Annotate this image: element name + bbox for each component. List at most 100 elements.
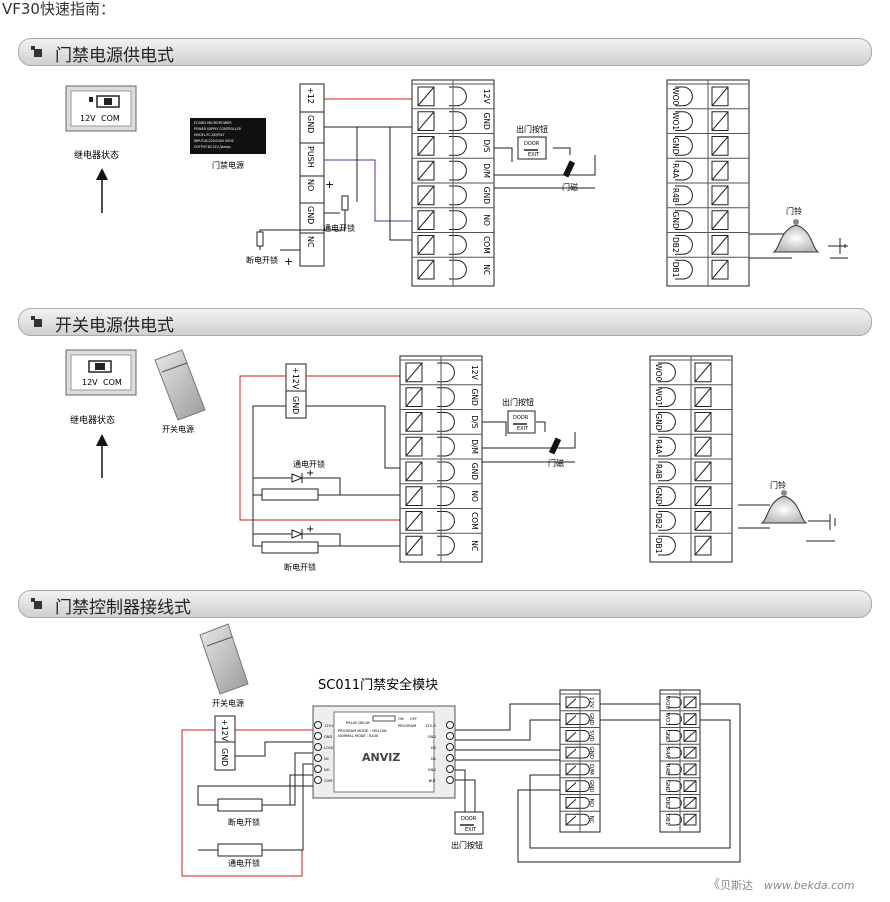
switch-power-supply-s3: 开关电源 <box>199 623 249 708</box>
exit-text: EXIT <box>517 426 529 432</box>
watermark-logo-icon: 《 <box>708 877 720 891</box>
door-text: DOOR <box>461 816 477 822</box>
exit-button-s3: DOOR EXIT 出门按钮 <box>451 811 484 850</box>
terminal-label: GND <box>588 713 594 726</box>
terminal-label: GND <box>664 730 670 743</box>
terminal-label: DB1 <box>654 538 663 554</box>
terminal-label: NO <box>588 799 594 808</box>
terminal-label: GND <box>482 113 491 130</box>
terminal-label: D/M <box>482 163 491 178</box>
section2-wires <box>239 375 576 547</box>
switch-power-label: 开关电源 <box>162 424 194 434</box>
plus-sign: + <box>325 178 334 191</box>
lock-power-off-s2: + 断电开锁 <box>261 524 319 572</box>
terminal-label: R4A <box>654 439 663 455</box>
terminal-label: NO <box>306 179 315 191</box>
terminal-label: GND <box>470 389 479 406</box>
terminal-label: WO0 <box>671 87 680 105</box>
terminal-label: R4A <box>664 747 670 758</box>
exit-button-label: 出门按钮 <box>451 840 483 850</box>
terminal-label: GND <box>588 746 594 759</box>
page-title: VF30快速指南： <box>2 0 115 18</box>
lock-power-on-s1: + 通电开锁 <box>323 178 355 233</box>
sc011-text: ON <box>398 717 404 721</box>
arrow-up-icon <box>96 168 108 180</box>
relay-status-label: 继电器状态 <box>74 149 119 161</box>
bell-icon <box>772 224 820 253</box>
terminal-label: GND <box>306 206 315 224</box>
terminal-label: R4B <box>664 764 670 775</box>
sc011-text: PROGRAM <box>398 724 416 728</box>
switch-power-terminals-s3: +12V GND <box>214 715 236 771</box>
door-sensor-label: 门磁 <box>548 458 564 468</box>
terminal-label: DB2 <box>654 513 663 529</box>
watermark-url: www.bekda.com <box>764 879 855 892</box>
terminal-label: GND <box>664 780 670 793</box>
bell-icon <box>760 495 808 524</box>
terminal-label: R4A <box>671 163 680 179</box>
sc011-title: SC011门禁安全模块 <box>318 677 438 693</box>
sc011-pin-label: GND <box>428 768 436 772</box>
terminal-label: WO0 <box>664 696 670 710</box>
nameplate-line: OUTPUT:DC12V,3Amps <box>194 145 231 149</box>
lock-label: 断电开锁 <box>284 562 316 572</box>
nameplate-line: MODEL:FC-SK/POLT <box>194 133 225 137</box>
sc011-text: NORMAL MODE : BLUE <box>338 734 379 738</box>
section-title: 开关电源供电式 <box>55 316 174 336</box>
terminal-label: NC <box>588 816 594 824</box>
terminal-label: +12V <box>220 719 229 742</box>
terminal-label: DB1 <box>664 814 670 826</box>
watermark-brand: 贝斯达 <box>720 879 753 892</box>
terminal-label: WO1 <box>664 712 670 725</box>
sc011-text: RELAY DELAY <box>346 721 371 725</box>
terminal-label: GND <box>291 396 300 414</box>
access-power-label: 门禁电源 <box>212 160 244 170</box>
plus-sign: + <box>306 468 314 479</box>
sc011-pin-label: GND <box>324 735 332 739</box>
terminal-label: D/M <box>470 439 479 454</box>
terminal-label: +12 <box>306 87 315 104</box>
lock-label: 通电开锁 <box>228 858 260 868</box>
terminal-label: R4B <box>654 464 663 479</box>
terminal-label: SVD <box>588 730 594 742</box>
terminal-label: GND <box>671 212 680 229</box>
switch-power-terminals-s2: +12V GND <box>285 363 307 419</box>
terminal-label: WO0 <box>654 363 663 381</box>
relay-status-label: 继电器状态 <box>70 414 115 426</box>
section-banner-switch-power: 开关电源供电式 <box>18 308 872 336</box>
terminal-label: D/S <box>470 415 479 428</box>
terminal-label: COM <box>482 236 491 254</box>
watermark: 《 贝斯达 www.bekda.com <box>708 877 855 892</box>
terminal-label: GND <box>220 748 229 766</box>
plus-sign: + <box>284 255 293 268</box>
section-banner-controller: 门禁控制器接线式 <box>18 590 872 618</box>
lock-power-on-s3: 通电开锁 <box>217 843 263 868</box>
terminal-label: GND <box>482 187 491 204</box>
lock-label: 通电开锁 <box>323 223 355 233</box>
lock-label: 断电开锁 <box>246 255 278 265</box>
terminal-label: DB2 <box>671 237 680 253</box>
nameplate-line: FCARD MICROPOWER <box>194 121 232 125</box>
exit-button-s1: DOOR EXIT 出门按钮 <box>516 124 548 160</box>
bell-label: 门铃 <box>786 206 802 216</box>
sc011-text: OFF <box>410 717 417 721</box>
sc011-pin-label: NO <box>324 768 330 772</box>
terminal-label: NO <box>482 214 491 226</box>
lock-power-on-s2: + 通电开锁 <box>261 459 325 501</box>
exit-text: EXIT <box>465 827 477 833</box>
exit-text: EXIT <box>528 152 540 158</box>
relay-status-2: 12V COM 继电器状态 <box>65 349 137 478</box>
door-text: DOOR <box>524 141 540 147</box>
bullet-icon <box>31 46 42 57</box>
terminal-label: NC <box>306 236 315 248</box>
terminal-label: DB2 <box>664 797 670 809</box>
terminal-label: R4B <box>671 188 680 203</box>
relay-pin-com: COM <box>101 114 120 123</box>
